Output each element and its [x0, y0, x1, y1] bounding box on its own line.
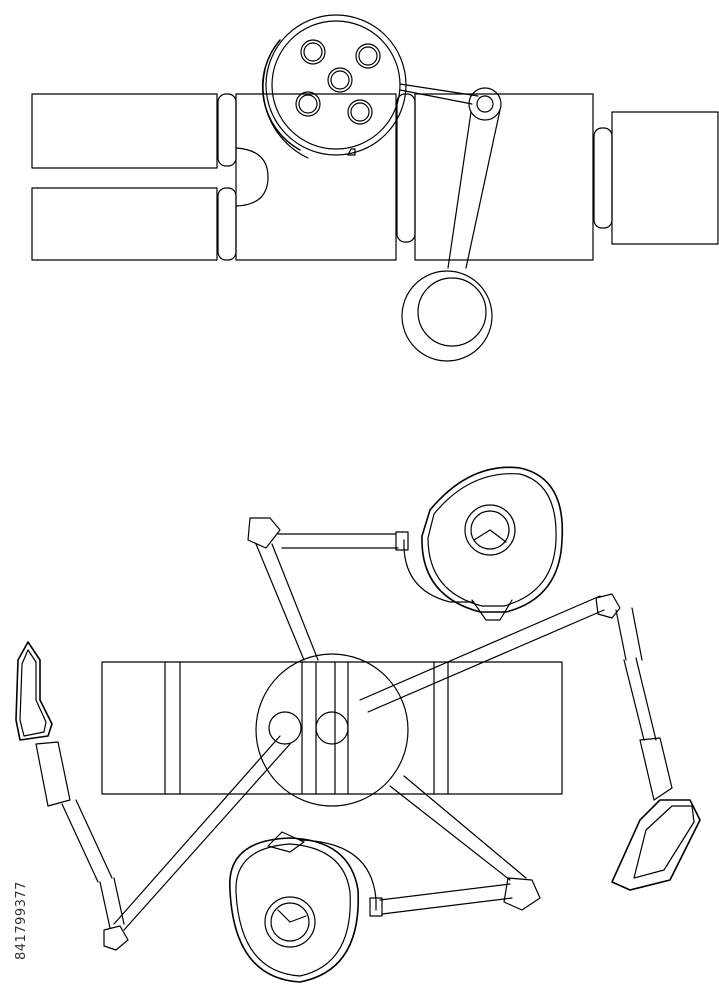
bulb: [298, 94, 318, 114]
back-section: [414, 93, 594, 261]
left-arm: [15, 641, 291, 951]
head-section: [611, 111, 719, 245]
bulb: [355, 43, 381, 69]
perineal-cutout: [235, 147, 269, 207]
upper-light-arm: [247, 517, 409, 661]
stock-id-watermark: 841799377: [14, 881, 29, 960]
joint-pad: [593, 127, 613, 229]
surgical-light-upper: [403, 466, 564, 621]
top-operating-table-drawing: [31, 14, 719, 362]
bulb: [358, 46, 378, 66]
bulb: [295, 91, 321, 117]
seat-section: [235, 93, 397, 261]
light-arm-top: [399, 83, 502, 269]
table-body: [101, 661, 563, 795]
surgical-light-top: [261, 14, 407, 159]
bulb: [330, 70, 350, 90]
joint-pad: [217, 93, 237, 167]
bulb: [347, 99, 373, 125]
bulb: [350, 102, 370, 122]
surgical-light-lower: [229, 831, 377, 983]
leg-section-upper: [31, 93, 218, 169]
round-lamp-top: [401, 270, 493, 362]
bulb: [303, 42, 323, 62]
bottom-operating-table-drawing: [15, 466, 701, 983]
central-ceiling-mount: [255, 653, 409, 807]
leg-section-lower: [31, 187, 218, 261]
arm-pivot: [468, 87, 502, 121]
bulb: [327, 67, 353, 93]
lower-light-arm: [369, 775, 541, 917]
right-arm: [359, 593, 701, 891]
joint-pad: [217, 187, 237, 261]
joint-pad: [396, 93, 416, 243]
arm-pivot: [476, 95, 494, 113]
bulb: [300, 39, 326, 65]
